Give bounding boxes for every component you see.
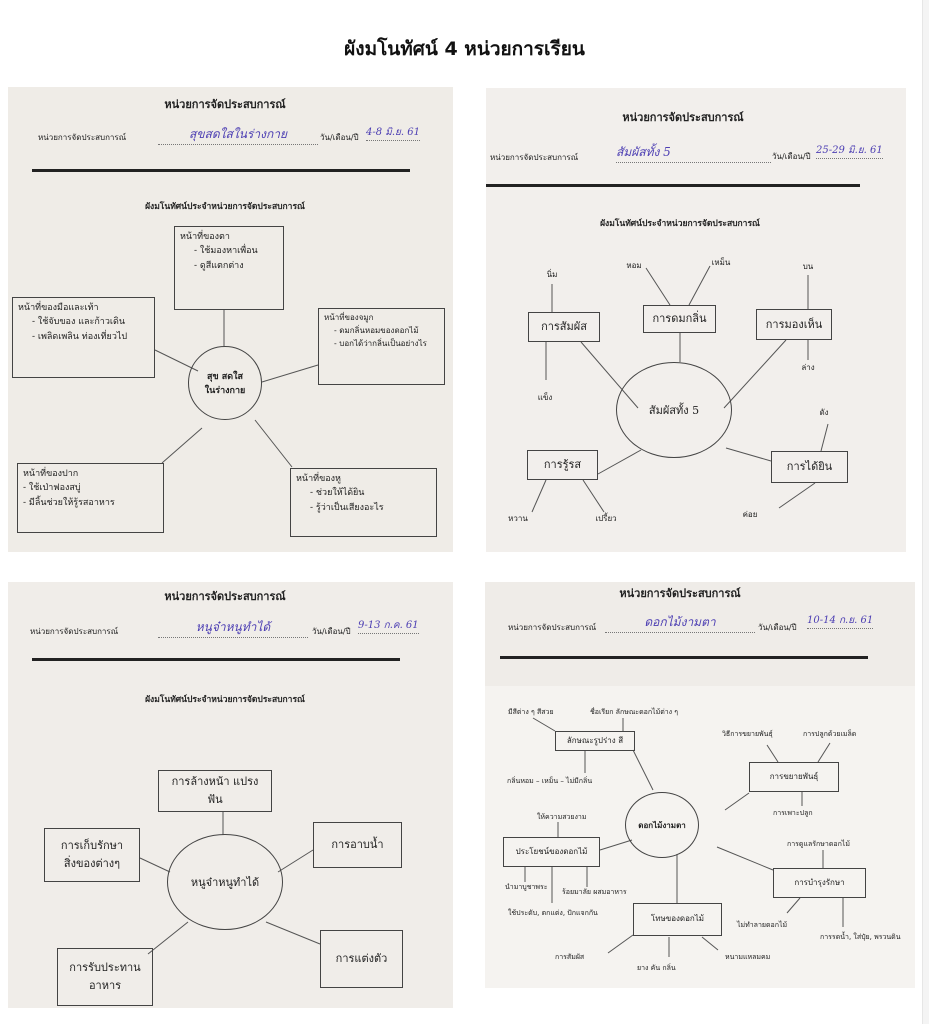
form-header: หน่วยการจัดประสบการณ์ [619,587,741,600]
date-label: วัน/เดือน/ปี [312,627,351,636]
leaf-label: บน [802,262,814,271]
node-hearing: การได้ยิน [771,451,848,483]
node-touch: การสัมผัส [528,312,600,342]
mind-map-photo-3: หน่วยการจัดประสบการณ์ หน่วยการจัดประสบกา… [8,582,453,1008]
center-node: สัมผัสทั้ง 5 [616,362,732,458]
date-value: 9-13 ก.ค. 61 [358,618,419,634]
map-title: ผังมโนทัศน์ประจำหน่วยการจัดประสบการณ์ [600,219,760,229]
divider [32,169,410,172]
node-propagation: การขยายพันธุ์ [749,762,839,792]
node-wash-face: การล้างหน้า แปรงฟัน [158,770,272,812]
unit-value: ดอกไม้งามตา [605,613,755,633]
leaf-label: การเพาะปลูก [773,809,813,817]
node-nose: หน้าที่ของจมูก- ดมกลิ่นหอมของดอกไม้- บอก… [318,308,445,385]
leaf-label: การดูแลรักษาดอกไม้ [787,840,850,848]
leaf-label: กลิ่นหอม – เหม็น – ไม่มีกลิ่น [507,777,593,785]
leaf-label: การสัมผัส [555,953,585,961]
leaf-label: ชื่อเรียก ลักษณะดอกไม้ต่าง ๆ [590,708,679,716]
center-node: สุข สดใสในร่างกาย [188,346,262,420]
form-header: หน่วยการจัดประสบการณ์ [622,111,744,124]
node-eyes: หน้าที่ของตา- ใช้มองหาเพื่อน- ดูสีแตกต่า… [174,226,284,310]
unit-label: หน่วยการจัดประสบการณ์ [38,133,127,142]
leaf-label: นำมาบูชาพระ [505,883,548,891]
date-label: วัน/เดือน/ปี [758,623,797,632]
mind-map-photo-1: หน่วยการจัดประสบการณ์ หน่วยการจัดประสบกา… [8,87,453,552]
node-benefits: ประโยชน์ของดอกไม้ [503,837,600,867]
leaf-label: ค่อย [742,510,758,519]
unit-label: หน่วยการจัดประสบการณ์ [508,623,597,632]
leaf-label: เหม็น [711,258,731,267]
node-keep-belongings: การเก็บรักษา สิ่งของต่างๆ [44,828,140,882]
form-header: หน่วยการจัดประสบการณ์ [164,590,286,603]
node-taste: การรู้รส [527,450,598,480]
node-eating: การรับประทาน อาหาร [57,948,153,1006]
scrollbar[interactable] [922,0,929,1024]
node-bathing: การอาบน้ำ [313,822,402,868]
node-ears: หน้าที่ของหู- ช่วยให้ได้ยิน- รู้ว่าเป็นเ… [290,468,437,537]
unit-value: สัมผัสทั้ง 5 [616,143,771,163]
unit-label: หน่วยการจัดประสบการณ์ [30,627,119,636]
unit-value: สุขสดใสในร่างกาย [158,125,318,145]
mind-map-photo-4: หน่วยการจัดประสบการณ์ หน่วยการจัดประสบกา… [485,582,915,988]
leaf-label: ล่าง [801,363,815,372]
leaf-label: ยาง คัน กลิ่น [637,964,676,972]
node-mouth: หน้าที่ของปาก- ใช้เป่าฟองสบู่- มีลิ้นช่ว… [17,463,164,533]
form-header: หน่วยการจัดประสบการณ์ [164,98,286,111]
leaf-label: ไม่ทำลายดอกไม้ [737,921,788,929]
divider [500,656,868,659]
unit-label: หน่วยการจัดประสบการณ์ [490,153,579,162]
leaf-label: หวาน [508,514,528,523]
leaf-label: มีสีต่าง ๆ สีสวย [508,708,554,716]
node-harms: โทษของดอกไม้ [633,903,722,936]
unit-value: หนูจ๋าหนูทำได้ [158,618,308,638]
leaf-label: การปลูกด้วยเมล็ด [803,730,857,738]
date-value: 10-14 ก.ย. 61 [807,613,874,629]
date-value: 4-8 มิ.ย. 61 [366,125,420,141]
map-title: ผังมโนทัศน์ประจำหน่วยการจัดประสบการณ์ [145,695,305,705]
leaf-label: การรดน้ำ, ใส่ปุ๋ย, พรวนดิน [820,933,901,941]
node-hands-feet: หน้าที่ของมือและเท้า- ใช้จับของ และก้าวเ… [12,297,155,378]
leaf-label: หอม [626,261,642,270]
leaf-label: วิธีการขยายพันธุ์ [722,730,773,738]
connector-lines [524,717,844,957]
leaf-label: ให้ความสวยงาม [537,813,587,821]
leaf-label: แข็ง [537,393,553,402]
page-title: ผังมโนทัศน์ 4 หน่วยการเรียน [344,38,585,60]
connector-lines [139,812,321,955]
date-label: วัน/เดือน/ปี [772,152,811,161]
node-dressing: การแต่งตัว [320,930,403,988]
leaf-label: นิ่ม [546,270,558,279]
connector-lines [531,265,829,513]
leaf-label: เปรี้ยว [595,514,617,523]
date-value: 25-29 มิ.ย. 61 [816,143,883,159]
leaf-label: หนามแหลมคม [725,953,771,961]
mind-map-photo-2: หน่วยการจัดประสบการณ์ หน่วยการจัดประสบกา… [486,88,906,552]
leaf-label: ร้อยมาลัย ผสมอาหาร [562,888,627,896]
node-smell: การดมกลิ่น [643,305,716,333]
center-node: หนูจ๋าหนูทำได้ [167,834,283,930]
node-care: การบำรุงรักษา [773,868,866,898]
divider [32,658,400,661]
date-label: วัน/เดือน/ปี [320,133,359,142]
divider [486,184,860,187]
node-appearance: ลักษณะรูปร่าง สี [555,731,635,751]
center-node: ดอกไม้งามตา [625,792,699,858]
leaf-label: ใช้ประดับ, ตกแต่ง, ปักแจกกัน [508,909,598,917]
map-title: ผังมโนทัศน์ประจำหน่วยการจัดประสบการณ์ [145,202,305,212]
leaf-label: ดัง [819,408,829,417]
node-sight: การมองเห็น [756,309,832,340]
